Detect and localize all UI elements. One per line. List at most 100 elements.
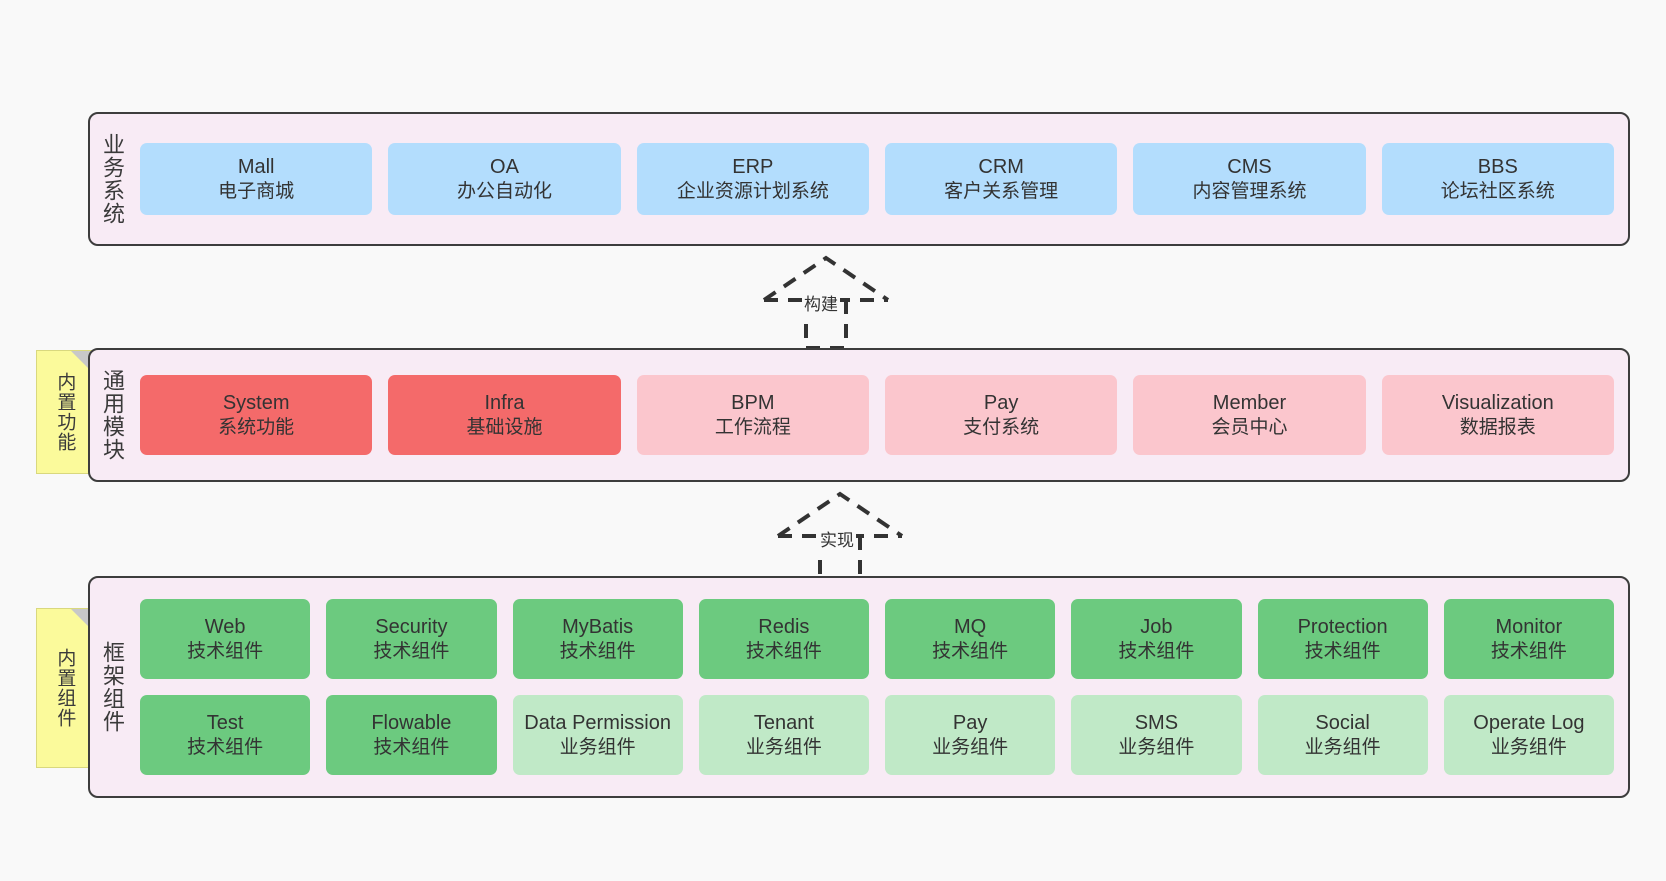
card-crm[interactable]: CRM 客户关系管理: [884, 143, 1118, 215]
layer-body-common-module: System 系统功能 Infra 基础设施 BPM 工作流程 Pay 支付系统…: [134, 350, 1628, 480]
card-cms[interactable]: CMS 内容管理系统: [1133, 143, 1366, 215]
card-erp[interactable]: ERP 企业资源计划系统: [636, 143, 869, 215]
card-bpm[interactable]: BPM 工作流程: [636, 375, 869, 455]
card-title-en: Flowable: [371, 712, 452, 735]
card-mall[interactable]: Mall 电子商城: [140, 143, 373, 215]
card-web[interactable]: Web 技术组件: [140, 599, 311, 679]
card-title-cn: 办公自动化: [456, 180, 552, 202]
card-title-cn: 技术组件: [187, 736, 264, 758]
card-title-cn: 业务组件: [932, 736, 1009, 758]
card-title-en: Monitor: [1495, 616, 1563, 639]
card-mybatis[interactable]: MyBatis 技术组件: [512, 599, 683, 679]
card-title-cn: 论坛社区系统: [1440, 180, 1555, 202]
card-title-en: Data Permission: [524, 712, 671, 735]
card-title-en: Test: [206, 712, 244, 735]
card-title-cn: 业务组件: [745, 736, 822, 758]
card-title-cn: 企业资源计划系统: [676, 180, 829, 202]
card-social[interactable]: Social 业务组件: [1257, 695, 1428, 775]
card-job[interactable]: Job 技术组件: [1071, 599, 1242, 679]
card-title-cn: 系统功能: [218, 416, 295, 438]
card-pay-component[interactable]: Pay 业务组件: [885, 695, 1056, 775]
note-builtin-function: 内置功能: [36, 350, 92, 474]
card-security[interactable]: Security 技术组件: [326, 599, 497, 679]
note-fold-corner-icon: [71, 351, 91, 371]
card-title-en: Tenant: [753, 712, 814, 735]
card-title-en: MyBatis: [562, 616, 634, 639]
arrow-implement: 实现: [756, 486, 936, 586]
card-title-en: Operate Log: [1473, 712, 1585, 735]
card-title-en: SMS: [1134, 712, 1179, 735]
note-builtin-component: 内置组件: [36, 608, 92, 768]
card-title-cn: 数据报表: [1459, 416, 1536, 438]
card-title-en: Protection: [1297, 616, 1388, 639]
card-title-en: BBS: [1477, 156, 1518, 179]
note-builtin-component-label: 内置组件: [54, 648, 76, 728]
card-test[interactable]: Test 技术组件: [140, 695, 311, 775]
business-card-row: Mall 电子商城 OA 办公自动化 ERP 企业资源计划系统 CRM 客户关系…: [140, 143, 1614, 215]
card-title-cn: 技术组件: [932, 640, 1009, 662]
card-title-cn: 技术组件: [373, 640, 450, 662]
arrow-implement-label: 实现: [818, 526, 856, 551]
card-title-cn: 工作流程: [714, 416, 791, 438]
card-title-en: Member: [1212, 392, 1287, 415]
layer-business-system: 业务系统 Mall 电子商城 OA 办公自动化 ERP 企业资源计划系统 CRM…: [88, 112, 1630, 246]
card-title-cn: 技术组件: [559, 640, 636, 662]
card-pay[interactable]: Pay 支付系统: [884, 375, 1118, 455]
layer-body-business-system: Mall 电子商城 OA 办公自动化 ERP 企业资源计划系统 CRM 客户关系…: [134, 114, 1628, 244]
common-card-row: System 系统功能 Infra 基础设施 BPM 工作流程 Pay 支付系统…: [140, 375, 1614, 455]
card-tenant[interactable]: Tenant 业务组件: [698, 695, 869, 775]
card-visualization[interactable]: Visualization 数据报表: [1381, 375, 1614, 455]
card-title-en: Job: [1140, 616, 1173, 639]
card-redis[interactable]: Redis 技术组件: [698, 599, 869, 679]
card-title-cn: 技术组件: [1118, 640, 1195, 662]
card-mq[interactable]: MQ 技术组件: [885, 599, 1056, 679]
layer-title-framework-component: 框架组件: [99, 641, 125, 733]
note-builtin-function-label: 内置功能: [54, 372, 76, 452]
card-title-cn: 业务组件: [1118, 736, 1195, 758]
card-title-en: Visualization: [1441, 392, 1554, 415]
card-title-en: CRM: [978, 156, 1024, 179]
card-system[interactable]: System 系统功能: [140, 375, 373, 455]
card-title-en: Security: [375, 616, 448, 639]
card-bbs[interactable]: BBS 论坛社区系统: [1381, 143, 1614, 215]
card-title-en: Social: [1315, 712, 1370, 735]
layer-body-framework-component: Web 技术组件 Security 技术组件 MyBatis 技术组件 Redi…: [134, 578, 1628, 796]
card-title-en: OA: [490, 156, 519, 179]
card-operate-log[interactable]: Operate Log 业务组件: [1443, 695, 1614, 775]
card-infra[interactable]: Infra 基础设施: [388, 375, 621, 455]
card-title-en: CMS: [1227, 156, 1272, 179]
card-title-cn: 技术组件: [1304, 640, 1381, 662]
card-member[interactable]: Member 会员中心: [1133, 375, 1366, 455]
card-title-en: System: [222, 392, 290, 415]
card-oa[interactable]: OA 办公自动化: [388, 143, 621, 215]
card-title-en: Pay: [952, 712, 988, 735]
card-title-cn: 技术组件: [373, 736, 450, 758]
card-title-cn: 客户关系管理: [944, 180, 1059, 202]
layer-title-common-module: 通用模块: [99, 369, 125, 461]
card-title-en: BPM: [731, 392, 775, 415]
card-data-permission[interactable]: Data Permission 业务组件: [512, 695, 683, 775]
card-title-cn: 支付系统: [963, 416, 1040, 438]
card-title-cn: 电子商城: [218, 180, 295, 202]
card-flowable[interactable]: Flowable 技术组件: [326, 695, 497, 775]
framework-card-row-1: Web 技术组件 Security 技术组件 MyBatis 技术组件 Redi…: [140, 599, 1614, 679]
card-protection[interactable]: Protection 技术组件: [1257, 599, 1428, 679]
card-title-cn: 基础设施: [466, 416, 543, 438]
note-fold-corner-icon: [71, 609, 91, 629]
framework-card-row-2: Test 技术组件 Flowable 技术组件 Data Permission …: [140, 695, 1614, 775]
card-title-en: Mall: [237, 156, 275, 179]
card-title-en: ERP: [732, 156, 774, 179]
card-title-en: MQ: [954, 616, 987, 639]
card-title-cn: 技术组件: [1490, 640, 1567, 662]
card-title-cn: 内容管理系统: [1192, 180, 1307, 202]
arrow-build-label: 构建: [802, 290, 840, 315]
card-title-cn: 业务组件: [559, 736, 636, 758]
card-title-cn: 会员中心: [1211, 416, 1288, 438]
card-monitor[interactable]: Monitor 技术组件: [1443, 599, 1614, 679]
arrow-build: 构建: [742, 250, 922, 350]
card-sms[interactable]: SMS 业务组件: [1071, 695, 1242, 775]
card-title-cn: 业务组件: [1490, 736, 1567, 758]
card-title-cn: 技术组件: [745, 640, 822, 662]
card-title-en: Redis: [758, 616, 810, 639]
